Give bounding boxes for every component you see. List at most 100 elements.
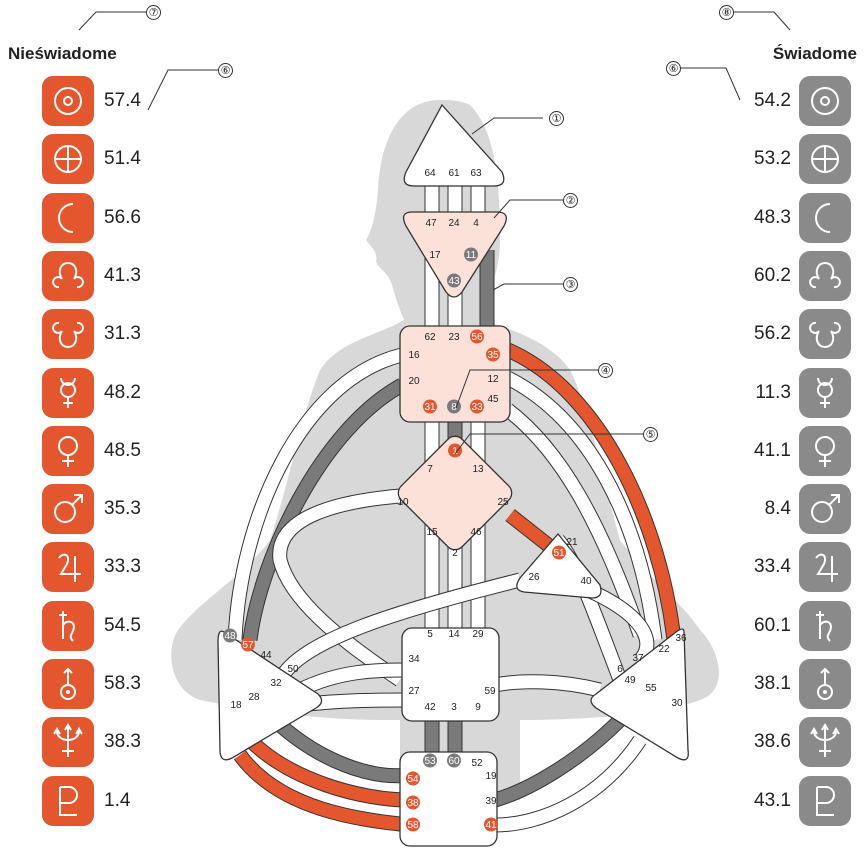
north-node-icon	[42, 250, 94, 301]
moon-icon	[799, 192, 851, 243]
gate-35: 35	[486, 347, 500, 362]
svg-text:10: 10	[397, 497, 409, 508]
gate-17: 17	[429, 250, 441, 261]
pluto-icon	[799, 775, 851, 826]
svg-text:12: 12	[487, 374, 499, 385]
neptune-icon	[42, 717, 94, 768]
conscious-row-jupiter: 33.4	[754, 542, 851, 593]
gate-19: 19	[485, 771, 497, 782]
gate-10: 10	[397, 497, 409, 508]
svg-text:54: 54	[407, 774, 419, 785]
gate-58: 58	[406, 817, 420, 832]
gate-24: 24	[448, 218, 460, 229]
head-center	[403, 103, 505, 187]
gate-63: 63	[470, 168, 482, 179]
channel	[274, 573, 522, 684]
gate-52: 52	[471, 758, 483, 769]
gate-56: 56	[470, 329, 484, 344]
svg-text:8: 8	[451, 402, 457, 413]
planet-value: 1.4	[104, 789, 131, 811]
earth-icon	[799, 134, 851, 185]
svg-text:7: 7	[427, 464, 433, 475]
callout-5: ⑤	[643, 427, 658, 442]
svg-text:27: 27	[408, 686, 420, 697]
planet-value: 54.2	[754, 90, 791, 111]
gate-32: 32	[270, 678, 282, 689]
channel	[505, 509, 553, 551]
callout-3: ③	[563, 277, 578, 292]
svg-text:30: 30	[671, 698, 683, 709]
svg-text:39: 39	[485, 796, 497, 807]
planet-value: 58.3	[104, 673, 141, 694]
svg-text:16: 16	[408, 350, 420, 361]
svg-text:61: 61	[448, 168, 460, 179]
planet-value: 35.3	[104, 498, 141, 520]
gate-25: 25	[497, 497, 509, 508]
planet-value: 57.4	[104, 90, 141, 111]
gate-15: 15	[426, 527, 438, 538]
svg-text:60: 60	[448, 756, 460, 767]
gate-40: 40	[580, 576, 592, 587]
mercury-icon	[42, 367, 94, 418]
svg-text:35: 35	[487, 350, 499, 361]
gate-47: 47	[425, 218, 437, 229]
gate-61: 61	[448, 168, 460, 179]
svg-text:62: 62	[424, 332, 436, 343]
gate-5: 5	[427, 629, 433, 640]
gate-3: 3	[451, 702, 457, 713]
callout-4: ④	[598, 363, 613, 378]
svg-text:9: 9	[475, 702, 481, 713]
callout-7: ⑦	[146, 5, 161, 20]
svg-text:23: 23	[448, 332, 460, 343]
channel	[228, 348, 404, 641]
svg-text:40: 40	[580, 576, 592, 587]
unconscious-row-pluto: 1.4	[42, 775, 131, 826]
gate-1: 1	[448, 443, 462, 458]
svg-text:45: 45	[487, 394, 499, 405]
mars-icon	[42, 484, 94, 535]
uranus-icon	[799, 659, 851, 709]
planet-value: 53.2	[754, 148, 791, 170]
svg-text:28: 28	[248, 692, 260, 703]
svg-text:44: 44	[260, 650, 272, 661]
svg-text:22: 22	[658, 644, 670, 655]
planet-value: 11.3	[755, 381, 791, 403]
gate-45: 45	[487, 394, 499, 405]
planet-value: 38.6	[754, 731, 791, 753]
gate-54: 54	[406, 771, 420, 786]
gate-4: 4	[473, 218, 479, 229]
conscious-row-earth: 53.2	[754, 134, 851, 185]
planet-value: 8.4	[764, 498, 791, 520]
gate-23: 23	[448, 332, 460, 343]
gate-55: 55	[645, 683, 657, 694]
saturn-icon	[799, 600, 851, 651]
mercury-icon	[799, 367, 851, 418]
gate-37: 37	[632, 653, 644, 664]
callout-8: ⑧	[719, 5, 734, 20]
channel	[234, 751, 411, 832]
gate-7: 7	[427, 464, 433, 475]
svg-text:15: 15	[426, 527, 438, 538]
svg-text:18: 18	[230, 700, 242, 711]
conscious-row-venus: 41.1	[754, 425, 851, 476]
unconscious-row-moon: 56.6	[42, 192, 141, 243]
gate-38: 38	[406, 795, 420, 810]
conscious-row-moon: 48.3	[754, 192, 851, 243]
svg-text:57: 57	[242, 640, 254, 651]
sun-icon	[799, 76, 851, 126]
svg-text:24: 24	[448, 218, 460, 229]
svg-text:32: 32	[270, 678, 282, 689]
gate-46: 46	[470, 527, 482, 538]
svg-text:52: 52	[471, 758, 483, 769]
channel	[494, 736, 646, 832]
solar-plexus-center	[590, 628, 689, 761]
spleen-center	[217, 630, 323, 761]
planet-value: 56.6	[104, 206, 141, 228]
svg-text:6: 6	[617, 664, 623, 675]
gate-20: 20	[408, 376, 420, 387]
svg-text:38: 38	[407, 798, 419, 809]
svg-text:2: 2	[452, 548, 458, 559]
unconscious-row-south-node: 31.3	[42, 309, 141, 360]
gate-49: 49	[624, 675, 636, 686]
gate-48: 48	[223, 628, 237, 643]
